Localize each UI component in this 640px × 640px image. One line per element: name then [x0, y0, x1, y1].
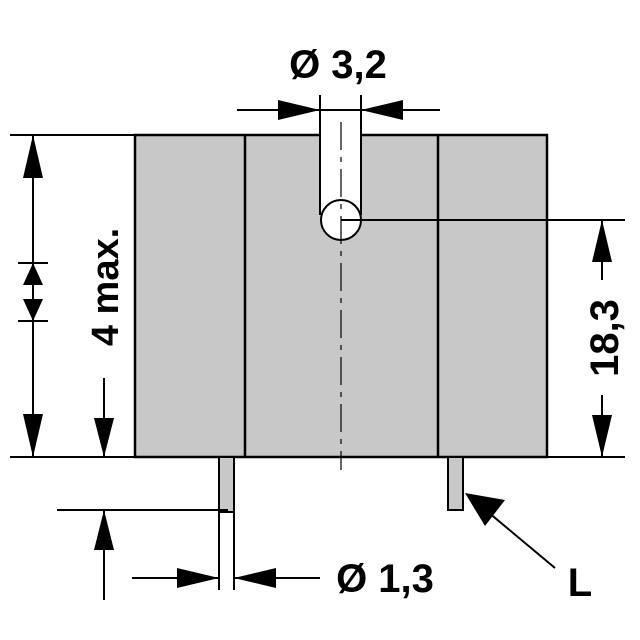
length-symbol-label: L	[568, 561, 592, 605]
hole-height-dimension: 18,3	[341, 219, 627, 458]
pin-left	[218, 456, 235, 513]
arrow-head	[23, 299, 43, 321]
arrow-head	[94, 418, 114, 457]
pin-diameter-dimension: Ø 1,3	[132, 510, 434, 601]
arrow-head	[23, 263, 43, 285]
hole-diameter-dimension: Ø 3,2	[237, 43, 440, 120]
arrow-head	[94, 510, 114, 550]
arrow-head	[234, 568, 276, 588]
left-height-dimension	[10, 134, 135, 458]
pin-right	[447, 456, 464, 511]
pin-length-dimension: 4 max.	[57, 228, 228, 600]
arrow-head	[592, 220, 612, 262]
arrow-head	[23, 135, 43, 178]
hole-diameter-label: Ø 3,2	[289, 43, 387, 87]
pins	[218, 456, 464, 513]
pin-length-label: 4 max.	[85, 228, 127, 346]
length-leader: L	[465, 493, 592, 605]
hole-height-label: 18,3	[583, 299, 627, 377]
arrow-head	[465, 493, 505, 526]
arrow-head	[361, 100, 403, 120]
pin-diameter-label: Ø 1,3	[336, 557, 434, 601]
arrow-head	[177, 568, 219, 588]
arrow-head	[592, 415, 612, 457]
arrow-head	[278, 100, 320, 120]
arrow-head	[23, 414, 43, 457]
